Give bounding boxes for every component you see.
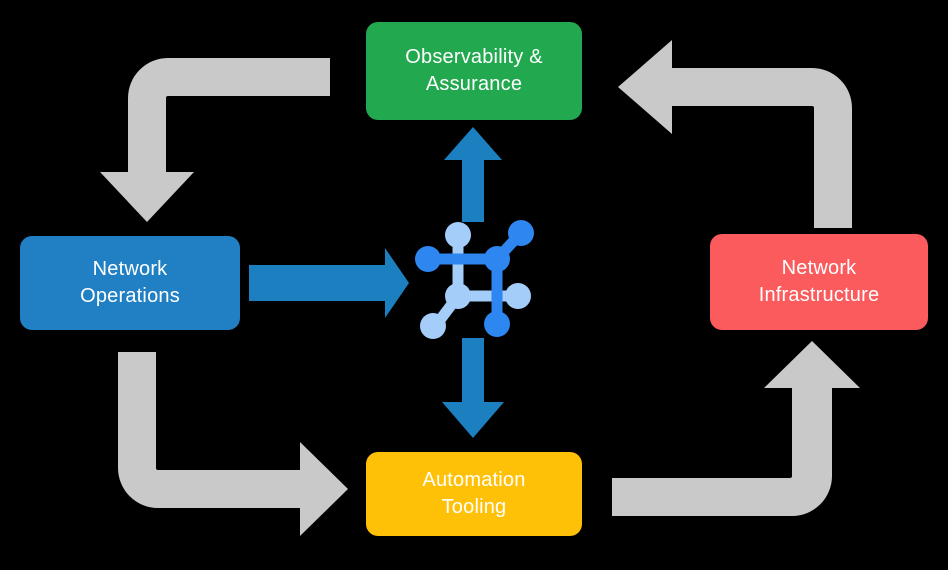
arrow-operations-to-center xyxy=(249,248,409,318)
network-icon-dark-nodes xyxy=(415,220,534,337)
network-graph-icon xyxy=(415,214,541,340)
network-icon-light-nodes xyxy=(420,222,531,339)
arrow-infrastructure-to-observability xyxy=(618,40,852,228)
arrow-center-to-automation xyxy=(442,338,504,438)
arrow-center-to-observability xyxy=(444,127,502,222)
node-box-observability[interactable]: Observability & Assurance xyxy=(366,22,582,120)
arrow-operations-to-automation xyxy=(118,352,348,536)
node-label-observability: Observability & Assurance xyxy=(405,46,543,95)
node-box-automation-tooling[interactable]: Automation Tooling xyxy=(366,452,582,536)
node-label-network-operations: Network Operations xyxy=(80,258,180,307)
node-box-network-infrastructure[interactable]: Network Infrastructure xyxy=(710,234,928,330)
arrow-automation-to-infrastructure xyxy=(612,341,860,516)
node-label-network-infrastructure: Network Infrastructure xyxy=(758,257,880,306)
arrow-observability-to-operations xyxy=(100,58,330,222)
node-label-automation-tooling: Automation Tooling xyxy=(422,469,526,518)
network-graph-icon-svg xyxy=(415,220,534,339)
node-box-network-operations[interactable]: Network Operations xyxy=(20,236,240,330)
